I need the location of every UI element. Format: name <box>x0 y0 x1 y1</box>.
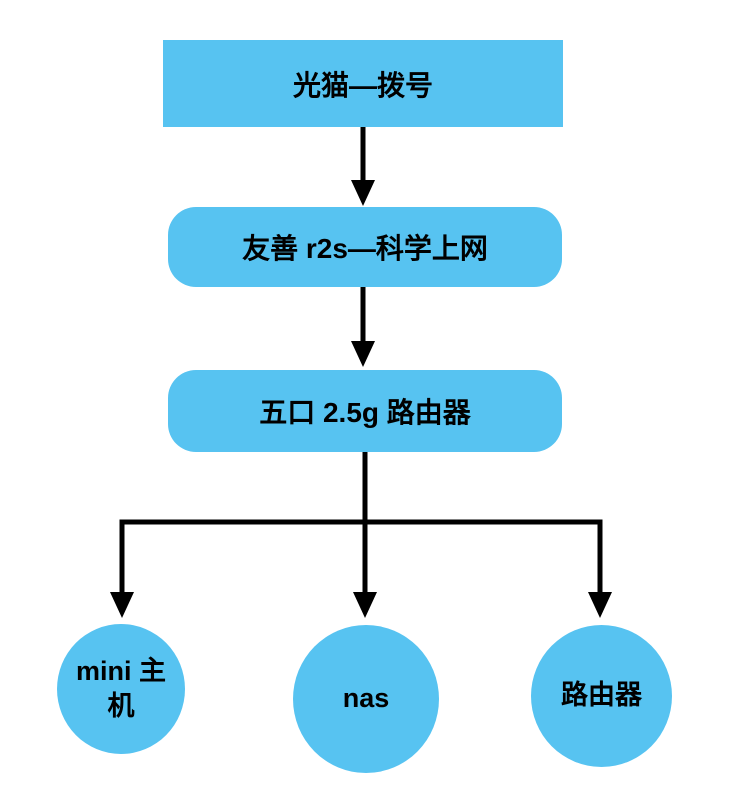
node-mini-pc-label: mini 主机 <box>75 655 166 721</box>
edge-switch-to-mini-arrowhead-icon <box>110 592 134 618</box>
edge-modem-to-r2s-arrowhead-icon <box>351 180 375 206</box>
node-nas: nas <box>293 625 439 773</box>
edge-switch-to-nas-arrowhead-icon <box>353 592 377 618</box>
node-mini-pc: mini 主机 <box>57 624 185 754</box>
node-switch-2-5g-label: 五口 2.5g 路由器 <box>259 397 471 428</box>
node-r2s-label: 友善 r2s—科学上网 <box>242 233 488 264</box>
node-router: 路由器 <box>531 625 672 767</box>
node-nas-label: nas <box>342 683 390 714</box>
node-modem-label: 光猫—拨号 <box>292 69 433 101</box>
node-switch-2-5g: 五口 2.5g 路由器 <box>168 370 562 452</box>
node-r2s: 友善 r2s—科学上网 <box>168 207 562 287</box>
edge-switch-to-router-arrowhead-icon <box>588 592 612 618</box>
node-modem: 光猫—拨号 <box>163 40 563 127</box>
edge-r2s-to-switch-arrowhead-icon <box>351 341 375 367</box>
node-router-label: 路由器 <box>561 680 642 711</box>
